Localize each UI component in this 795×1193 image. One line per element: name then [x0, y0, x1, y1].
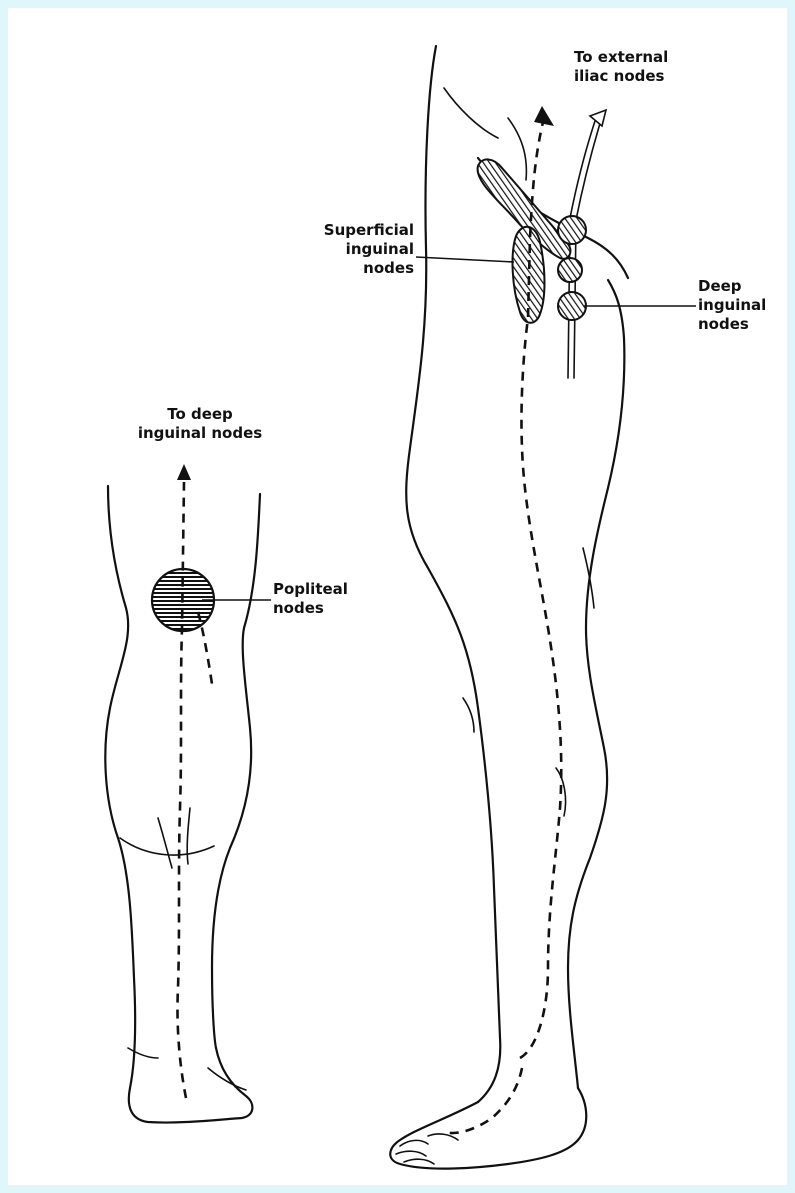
- back-arrow-head: [177, 464, 191, 480]
- label-superficial-inguinal: Superficial inguinal nodes: [310, 221, 414, 278]
- iliac-arrow-head: [590, 110, 606, 126]
- label-line: nodes: [310, 259, 414, 278]
- label-deep-inguinal: Deep inguinal nodes: [698, 277, 766, 334]
- label-to-external-iliac: To external iliac nodes: [574, 48, 668, 86]
- femoral-vessel: [568, 118, 596, 378]
- label-line: Popliteal: [273, 580, 348, 599]
- superficial-inguinal-nodes-shape: [478, 159, 571, 322]
- label-line: nodes: [273, 599, 348, 618]
- superficial-leader: [416, 257, 514, 262]
- label-to-deep-inguinal: To deep inguinal nodes: [136, 405, 264, 443]
- front-arrow-head: [534, 106, 554, 126]
- label-line: To external: [574, 48, 668, 67]
- label-line: Deep: [698, 277, 766, 296]
- label-line: nodes: [698, 315, 766, 334]
- leg-lymphatics-illustration: [8, 8, 787, 1185]
- label-line: Superficial: [310, 221, 414, 240]
- label-line: inguinal nodes: [136, 424, 264, 443]
- label-popliteal: Popliteal nodes: [273, 580, 348, 618]
- label-line: inguinal: [310, 240, 414, 259]
- deep-inguinal-nodes-shape: [558, 216, 586, 320]
- front-leg-outline: [390, 46, 628, 1169]
- diagram-canvas: To external iliac nodes Superficial ingu…: [8, 8, 787, 1185]
- label-line: inguinal: [698, 296, 766, 315]
- label-line: iliac nodes: [574, 67, 668, 86]
- label-line: To deep: [136, 405, 264, 424]
